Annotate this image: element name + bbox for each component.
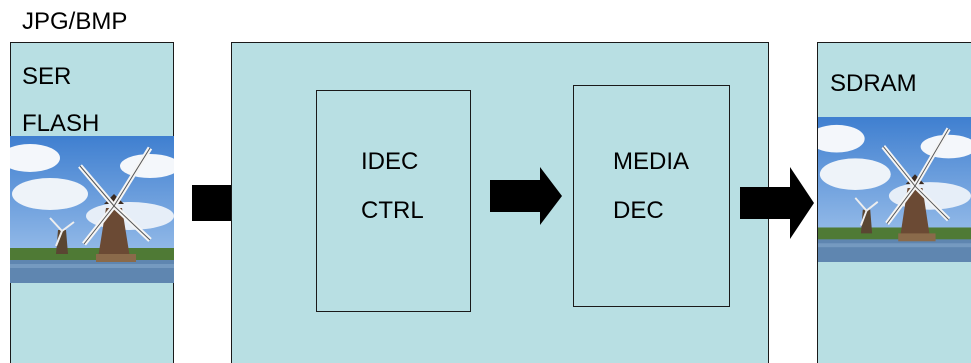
idec-ctrl-block [316, 90, 471, 312]
source-ser-label: SER [22, 63, 72, 90]
output-windmill-image [818, 117, 971, 262]
media-label: MEDIA [613, 148, 690, 175]
sdram-label: SDRAM [830, 70, 917, 97]
source-windmill-image [10, 136, 174, 283]
dec-label: DEC [613, 197, 664, 224]
flow-arrow-idec-to-media [490, 167, 562, 225]
idec-label: IDEC [361, 148, 419, 175]
source-format-label: JPG/BMP [22, 8, 128, 35]
media-dec-block [573, 85, 730, 307]
flow-arrow-controller-to-sdram [740, 167, 814, 239]
ctrl-label: CTRL [361, 197, 424, 224]
windmill-photo-graphic [10, 136, 174, 283]
source-flash-label: FLASH [22, 110, 100, 137]
windmill-photo-graphic-output [818, 117, 971, 262]
